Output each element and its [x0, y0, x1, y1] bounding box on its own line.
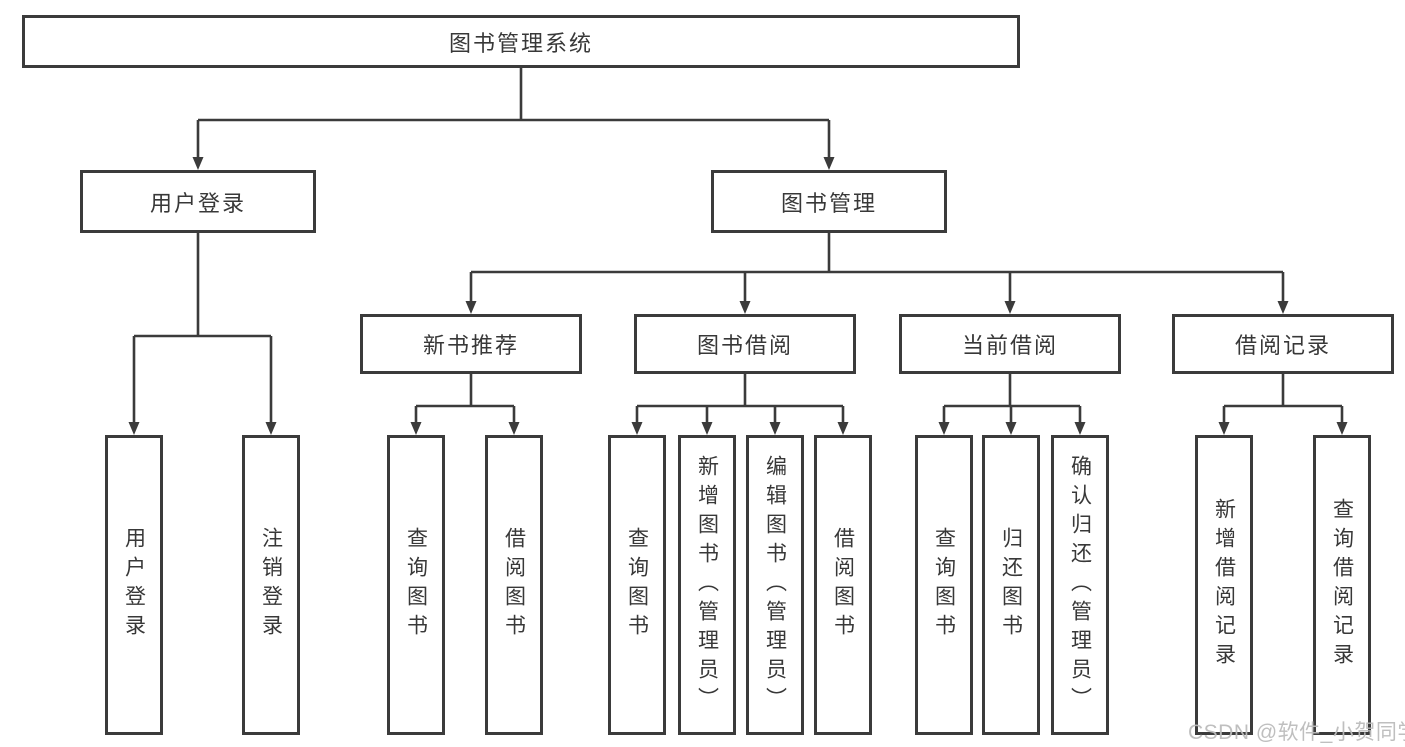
leaf-newbook-borrow-books: 借阅图书 [485, 435, 543, 735]
node-label: 新书推荐 [422, 333, 519, 358]
leaf-current-query-books: 查询图书 [915, 435, 973, 735]
leaf-current-return-books: 归还图书 [982, 435, 1040, 735]
leaf-label: 编辑图书（管理员） [763, 454, 787, 716]
node-label: 当前借阅 [961, 333, 1058, 358]
leaf-records-query-borrow-record: 查询借阅记录 [1313, 435, 1371, 735]
node-book-borrowing: 图书借阅 [634, 314, 856, 374]
node-book-management: 图书管理 [711, 170, 947, 233]
node-library-management-system: 图书管理系统 [22, 15, 1020, 68]
leaf-label: 查询图书 [932, 527, 956, 643]
node-current-borrowing: 当前借阅 [899, 314, 1121, 374]
leaf-label: 借阅图书 [831, 527, 855, 643]
leaf-borrowing-borrow-books: 借阅图书 [814, 435, 872, 735]
leaf-label: 新增图书（管理员） [695, 454, 719, 716]
leaf-label: 归还图书 [999, 527, 1023, 643]
leaf-label: 新增借阅记录 [1212, 498, 1236, 672]
leaf-label: 用户登录 [122, 527, 146, 643]
node-label: 图书管理系统 [448, 30, 593, 56]
leaf-borrowing-edit-books-admin: 编辑图书（管理员） [746, 435, 804, 735]
leaf-records-add-borrow-record: 新增借阅记录 [1195, 435, 1253, 735]
leaf-label: 查询图书 [404, 527, 428, 643]
node-borrowing-records: 借阅记录 [1172, 314, 1394, 374]
node-new-book-recommendation: 新书推荐 [360, 314, 582, 374]
leaf-label: 注销登录 [259, 527, 283, 643]
leaf-label: 查询图书 [625, 527, 649, 643]
node-user-login: 用户登录 [80, 170, 316, 233]
leaf-label: 确认归还（管理员） [1068, 454, 1092, 716]
node-label: 图书管理 [780, 190, 877, 216]
leaf-label: 借阅图书 [502, 527, 526, 643]
leaf-newbook-query-books: 查询图书 [387, 435, 445, 735]
csdn-watermark: CSDN @软件_小贺同学 [1188, 721, 1405, 744]
leaf-current-confirm-return-admin: 确认归还（管理员） [1051, 435, 1109, 735]
leaf-logout: 注销登录 [242, 435, 300, 735]
leaf-label: 查询借阅记录 [1330, 498, 1354, 672]
node-label: 用户登录 [149, 190, 246, 216]
leaf-user-login: 用户登录 [105, 435, 163, 735]
leaf-borrowing-add-books-admin: 新增图书（管理员） [678, 435, 736, 735]
leaf-borrowing-query-books: 查询图书 [608, 435, 666, 735]
node-label: 借阅记录 [1234, 333, 1331, 358]
node-label: 图书借阅 [696, 333, 793, 358]
connector-stems [132, 68, 1344, 424]
